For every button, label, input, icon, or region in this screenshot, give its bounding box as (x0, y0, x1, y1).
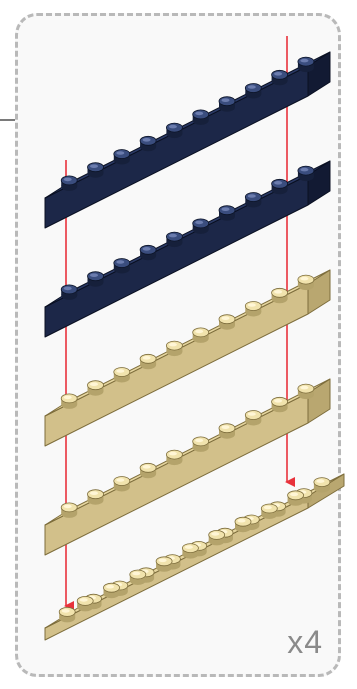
stud (129, 569, 147, 586)
stud (139, 462, 157, 479)
stud (87, 380, 104, 397)
stud (192, 436, 210, 453)
stud (60, 175, 78, 192)
stud (271, 287, 289, 304)
stud (297, 56, 315, 73)
stud (192, 218, 210, 235)
stud (113, 149, 131, 165)
stud (155, 556, 173, 573)
stud (181, 543, 199, 560)
stud (87, 162, 104, 179)
stud (165, 122, 183, 139)
stud (218, 96, 236, 113)
stud (244, 192, 262, 208)
callout-connector (0, 119, 16, 121)
stud (271, 69, 289, 86)
quantity-multiplier: x4 (287, 624, 323, 660)
stud (297, 165, 315, 182)
stud (60, 284, 78, 301)
stud (60, 502, 78, 519)
stud (76, 595, 94, 612)
tan-1x10-brick (44, 269, 331, 447)
stud (287, 490, 305, 507)
stud (58, 606, 76, 623)
stud (218, 423, 236, 440)
stud (139, 135, 157, 152)
stud (313, 477, 331, 494)
stud (139, 353, 157, 370)
stud (165, 340, 183, 357)
stud (297, 274, 315, 291)
stud (244, 410, 262, 426)
stud (271, 178, 289, 195)
stud (165, 449, 183, 466)
stud (165, 231, 183, 248)
stud (113, 476, 131, 492)
stud (192, 109, 210, 126)
tan-2x10-plate (44, 473, 345, 641)
dark-blue-1x10-brick (44, 160, 331, 338)
stud (234, 516, 252, 533)
stud (208, 529, 226, 546)
stud (139, 244, 157, 261)
stud (271, 396, 289, 413)
stud (87, 489, 104, 506)
dark-blue-1x10-brick (44, 51, 331, 229)
stud (192, 327, 210, 344)
stud (218, 314, 236, 331)
stud (218, 205, 236, 222)
stud (260, 503, 278, 520)
stud (60, 393, 78, 410)
tan-1x10-brick (44, 378, 331, 556)
stud (113, 258, 131, 274)
stud (113, 367, 131, 383)
stud (87, 271, 104, 288)
stud (244, 301, 262, 317)
parts-stack (44, 51, 345, 641)
stud (297, 383, 315, 400)
stud (244, 83, 262, 99)
stud (103, 582, 120, 599)
